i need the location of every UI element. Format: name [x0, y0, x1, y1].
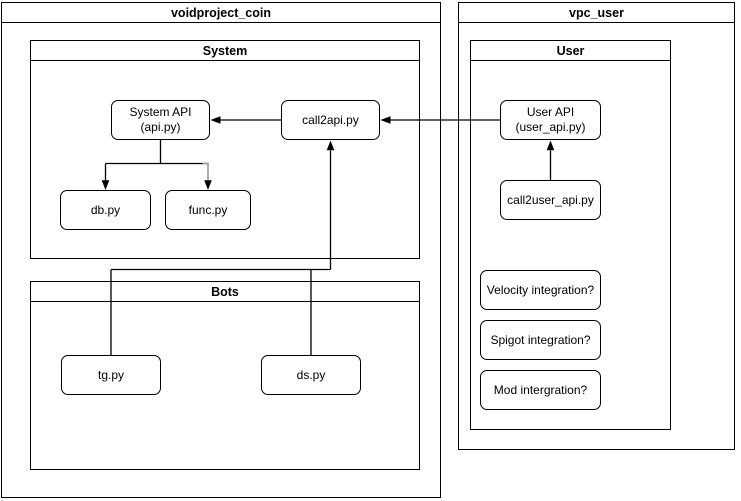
- container-bots-titlebar: Bots: [31, 282, 419, 302]
- node-velocity-integration[interactable]: Velocity integration?: [480, 270, 601, 310]
- container-user[interactable]: User: [470, 40, 671, 430]
- container-system-titlebar: System: [31, 41, 419, 61]
- container-user-title: User: [556, 43, 585, 58]
- node-mod-integration-label: Mod intergration?: [493, 382, 588, 397]
- container-voidproject-coin[interactable]: voidproject_coin: [1, 2, 441, 498]
- node-tg-label: tg.py: [97, 367, 124, 382]
- container-vpc-user-title: vpc_user: [569, 5, 624, 20]
- node-system-api-label-line1: System API: [129, 105, 192, 119]
- container-bots-title: Bots: [211, 284, 239, 299]
- node-func[interactable]: func.py: [165, 190, 251, 230]
- node-call2user-api[interactable]: call2user_api.py: [500, 180, 601, 220]
- container-voidproject-coin-titlebar: voidproject_coin: [2, 3, 440, 23]
- node-user-api-label-line1: User API: [526, 105, 575, 119]
- node-call2user-api-label: call2user_api.py: [507, 192, 594, 207]
- node-user-api-label-line2: (user_api.py): [515, 120, 586, 134]
- node-call2api[interactable]: call2api.py: [281, 100, 380, 140]
- container-vpc-user[interactable]: vpc_user: [458, 2, 735, 450]
- node-tg[interactable]: tg.py: [61, 355, 161, 395]
- node-mod-integration[interactable]: Mod intergration?: [480, 370, 601, 410]
- node-system-api-label-line2: (api.py): [140, 120, 181, 134]
- node-call2api-label: call2api.py: [302, 112, 359, 127]
- container-voidproject-coin-title: voidproject_coin: [170, 5, 272, 20]
- node-velocity-integration-label: Velocity integration?: [486, 282, 595, 297]
- node-ds[interactable]: ds.py: [261, 355, 361, 395]
- node-system-api[interactable]: System API (api.py): [111, 100, 210, 140]
- node-spigot-integration-label: Spigot integration?: [490, 332, 591, 347]
- node-spigot-integration[interactable]: Spigot integration?: [480, 320, 601, 360]
- node-db-label: db.py: [90, 202, 121, 217]
- container-system-title: System: [202, 43, 248, 58]
- container-user-titlebar: User: [471, 41, 670, 61]
- node-db[interactable]: db.py: [60, 190, 151, 230]
- node-user-api[interactable]: User API (user_api.py): [500, 100, 601, 140]
- container-vpc-user-titlebar: vpc_user: [459, 3, 734, 23]
- node-ds-label: ds.py: [296, 367, 326, 382]
- node-func-label: func.py: [188, 202, 228, 217]
